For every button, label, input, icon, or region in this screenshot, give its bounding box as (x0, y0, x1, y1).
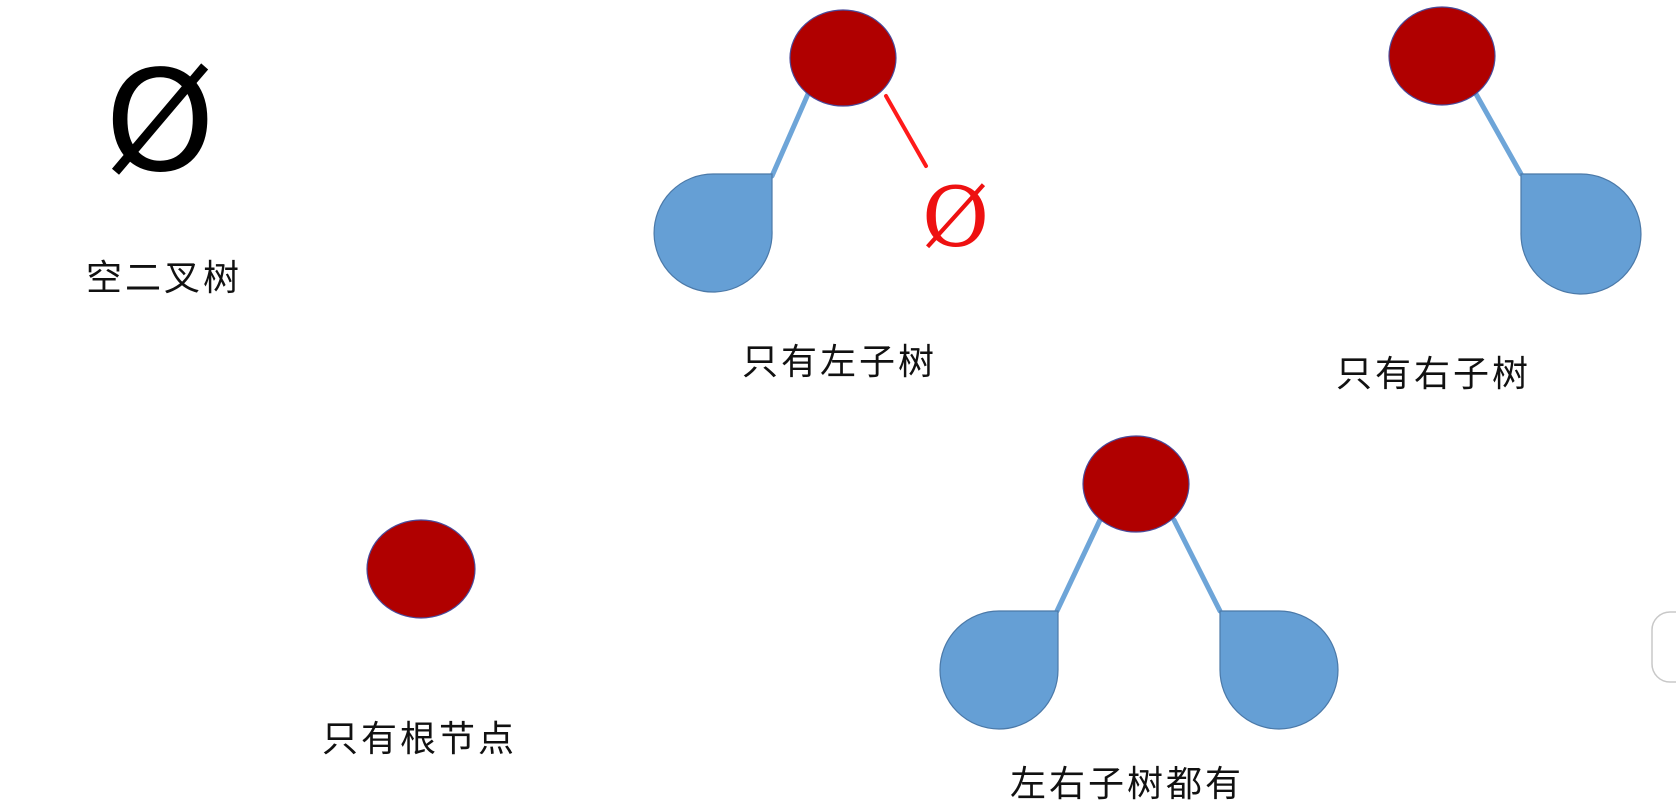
root-node (1082, 435, 1190, 533)
empty-set-symbol: Ø (105, 41, 215, 204)
right-subtree-shape (1520, 173, 1642, 295)
root-node (366, 519, 476, 619)
left-only-tree-group: Ø 只有左子树 (653, 9, 989, 383)
right-edge (1171, 517, 1223, 614)
left-subtree-shape (939, 610, 1059, 730)
empty-tree-label: 空二叉树 (86, 258, 242, 299)
right-only-tree-group: 只有右子树 (1336, 6, 1642, 395)
root-node (1388, 6, 1496, 106)
right-edge (1473, 91, 1524, 177)
left-edge (769, 91, 811, 179)
empty-tree-group: Ø 空二叉树 (86, 41, 242, 299)
left-only-label: 只有左子树 (742, 342, 937, 383)
root-only-tree-group: 只有根节点 (322, 519, 517, 760)
right-only-label: 只有右子树 (1336, 354, 1531, 395)
empty-right-subtree-symbol: Ø (922, 171, 989, 266)
left-edge (1054, 517, 1103, 614)
left-subtree-shape (653, 173, 773, 293)
right-subtree-shape (1219, 610, 1339, 730)
side-panel-handle[interactable] (1651, 611, 1676, 683)
root-node (789, 9, 897, 107)
both-subtrees-tree-group: 左右子树都有 (939, 435, 1339, 805)
root-only-label: 只有根节点 (322, 719, 517, 760)
empty-right-edge-mark (884, 94, 928, 168)
both-subtrees-label: 左右子树都有 (1010, 764, 1244, 805)
